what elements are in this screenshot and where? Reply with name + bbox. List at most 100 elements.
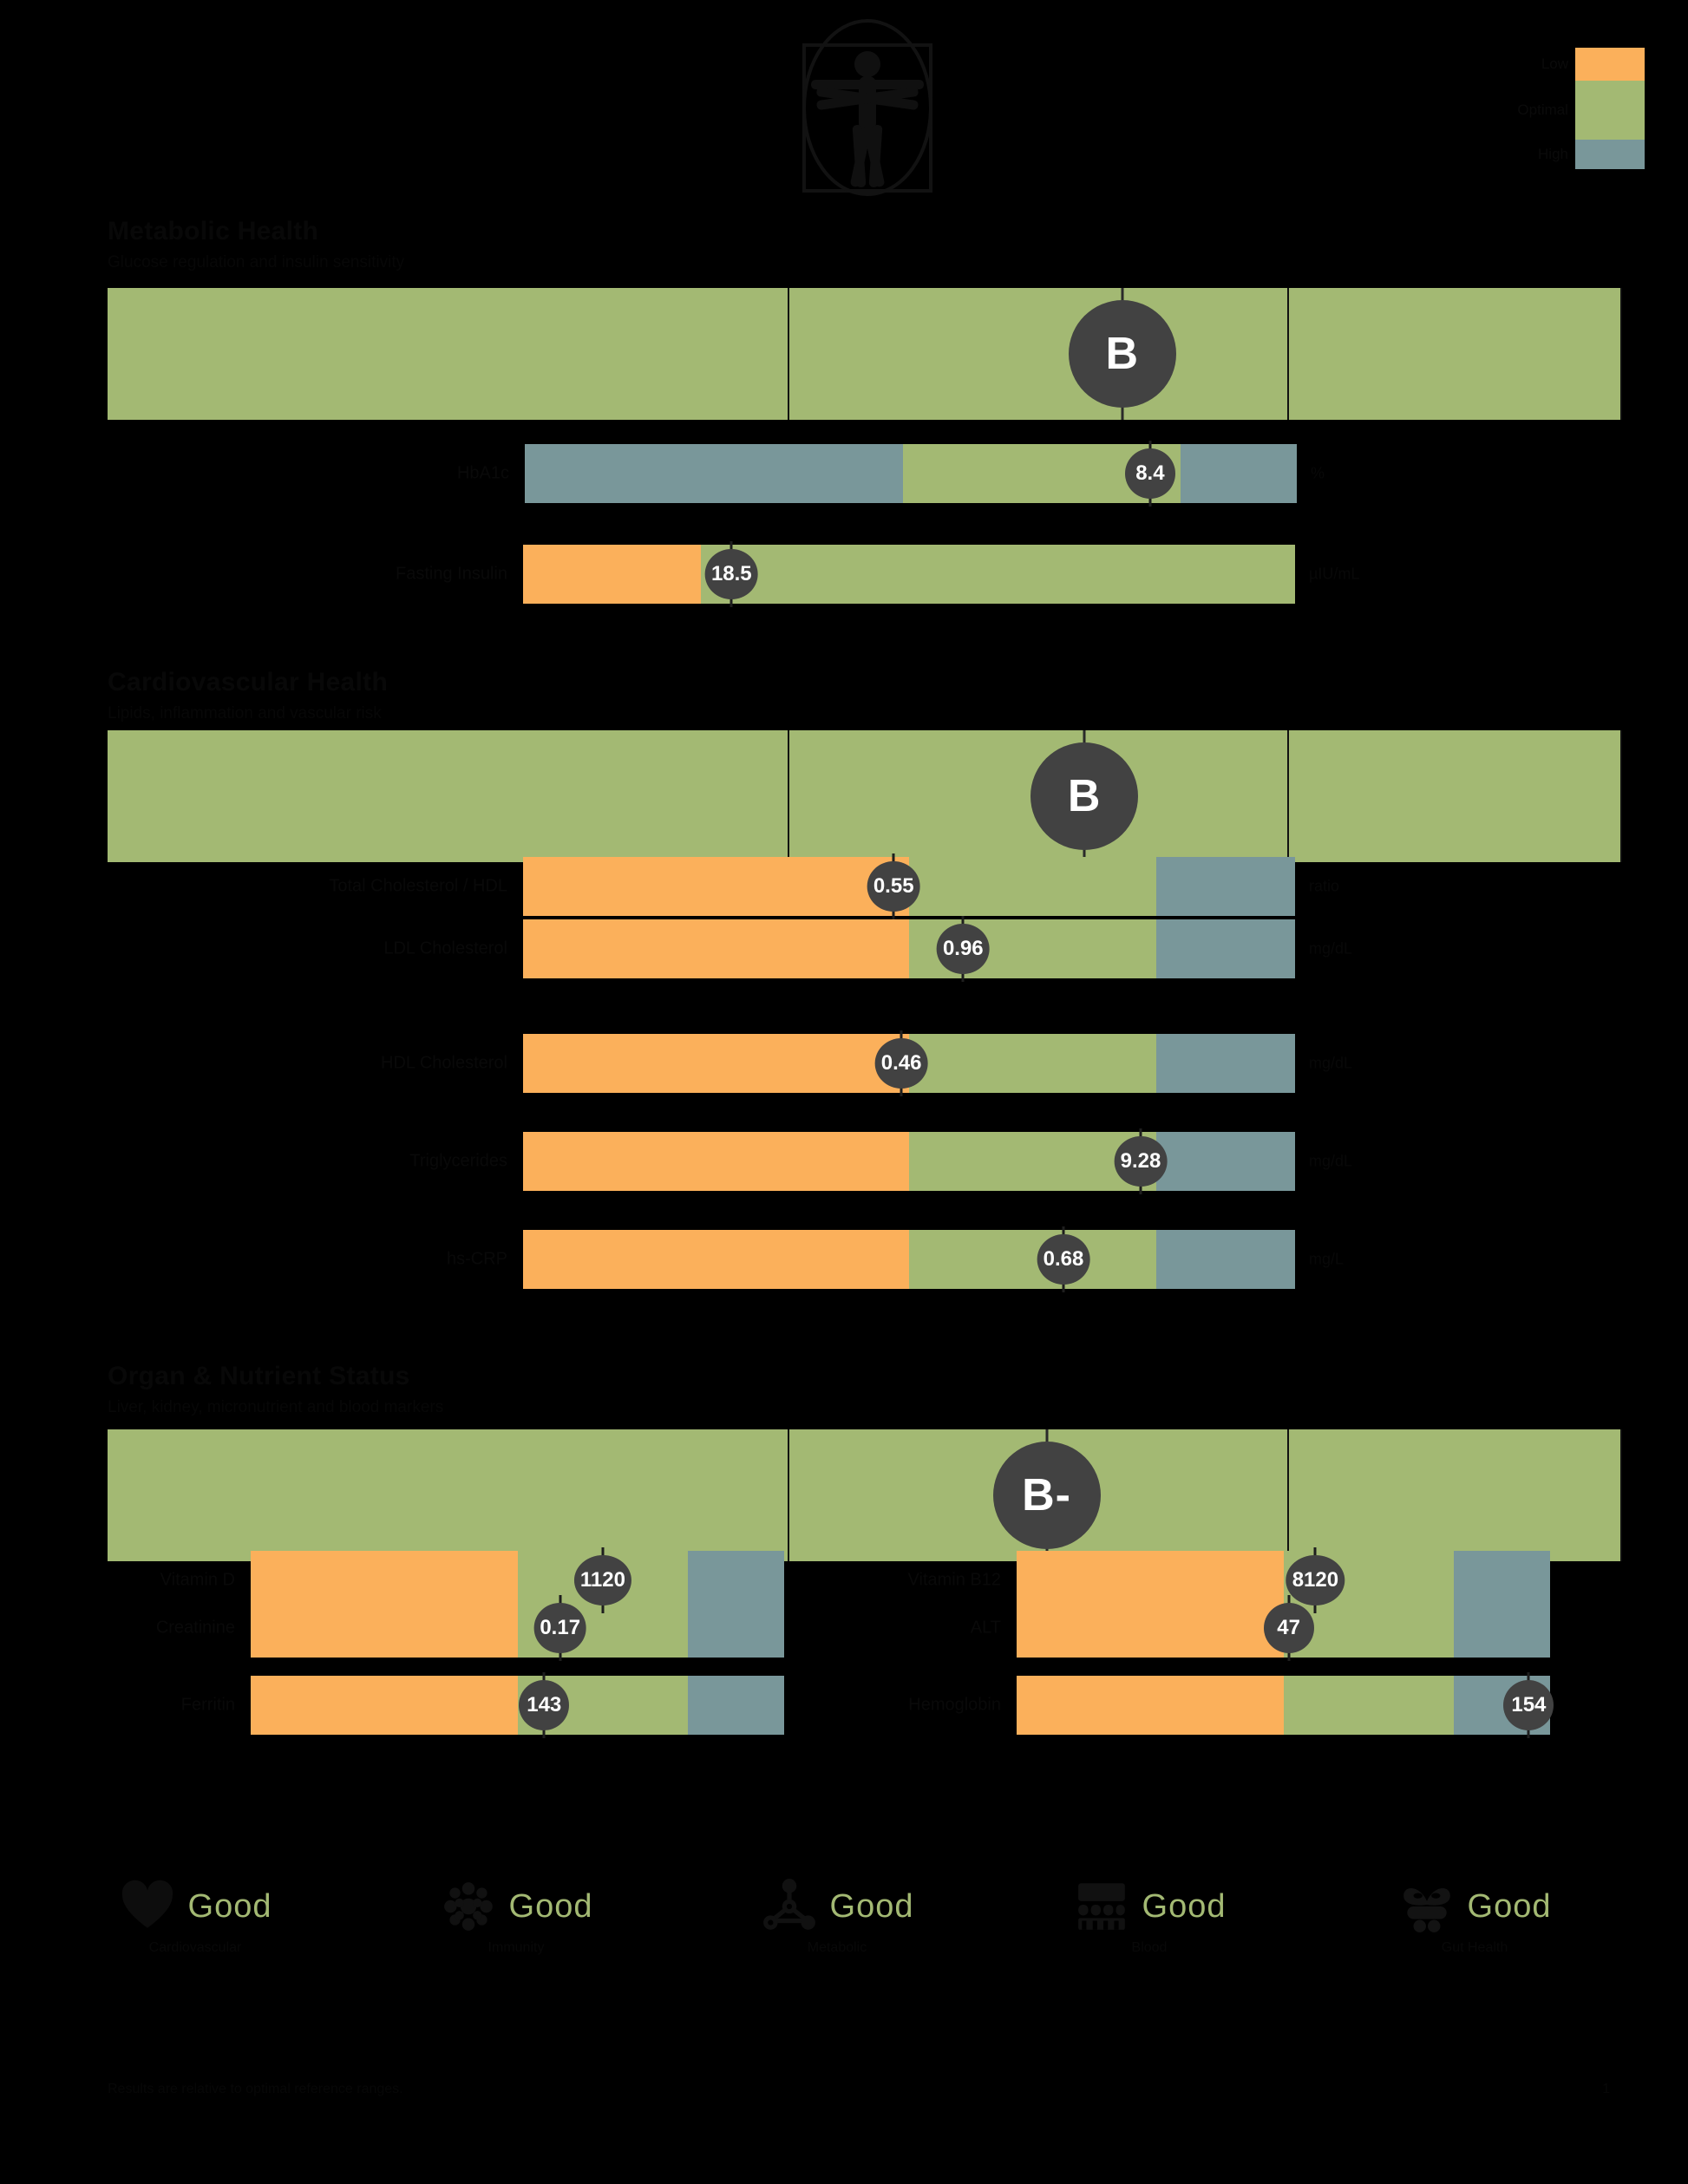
status-item-immunity: Good Immunity xyxy=(356,1847,677,1986)
metric-segment-high xyxy=(688,1599,784,1658)
metric-segment-low xyxy=(523,857,909,916)
status-caption: Metabolic xyxy=(807,1940,867,1955)
metric-row: Triglycerides 9.28 mg/dL xyxy=(409,1128,1352,1194)
metric-label: Ferritin xyxy=(180,1695,235,1715)
page-number: 1 xyxy=(1602,2082,1610,2096)
virus-icon xyxy=(443,1882,493,1931)
heart-icon xyxy=(121,1880,173,1928)
group-subtitle: Lipids, inflammation and vascular risk xyxy=(108,704,382,723)
status-caption: Immunity xyxy=(487,1940,545,1955)
molecule-icon xyxy=(762,1879,815,1930)
metric-value-marker: 0.55 xyxy=(867,861,920,912)
grade-segment xyxy=(1288,730,1622,862)
legend-item-optimal: Optimal xyxy=(1517,81,1645,140)
grade-segment xyxy=(788,288,1289,420)
legend-swatch-high xyxy=(1575,140,1645,169)
status-caption: Blood xyxy=(1131,1940,1168,1955)
metric-unit: mg/dL xyxy=(1309,1152,1353,1170)
metric-segment-low xyxy=(523,545,701,604)
metric-track xyxy=(1017,1599,1550,1658)
metric-row: ALT 47 xyxy=(971,1595,1550,1661)
status-caption: Cardiovascular xyxy=(148,1940,242,1955)
metric-value-marker: 18.5 xyxy=(704,549,758,599)
group-title: Organ & Nutrient Status xyxy=(108,1362,410,1390)
metric-track xyxy=(523,1132,1295,1191)
grade-segment xyxy=(108,288,789,420)
metric-row: Ferritin 143 xyxy=(181,1672,784,1738)
metric-label: Triglycerides xyxy=(409,1151,507,1171)
legend-item-high: High xyxy=(1538,140,1645,169)
status-text: Good xyxy=(829,1887,914,1925)
metric-segment-low xyxy=(523,1132,909,1191)
metric-segment-low xyxy=(1017,1676,1284,1735)
metric-segment-high xyxy=(1181,444,1297,503)
metric-row: Creatinine 0.17 xyxy=(156,1595,784,1661)
metric-value-marker: 0.46 xyxy=(874,1038,928,1089)
legend-label-optimal: Optimal xyxy=(1517,101,1568,118)
status-icon-row: Good xyxy=(119,1878,272,1935)
metric-segment-optimal xyxy=(909,1230,1156,1289)
metric-segment-high xyxy=(1155,1230,1295,1289)
metric-value-marker: 8120 xyxy=(1286,1555,1345,1605)
metric-label: Fasting Insulin xyxy=(396,564,507,584)
metric-unit: % xyxy=(1311,464,1325,482)
grade-bar: B xyxy=(108,730,1622,862)
grade-bar: B xyxy=(108,288,1622,420)
metric-unit: µIU/mL xyxy=(1309,565,1360,583)
metric-value-marker: 0.68 xyxy=(1037,1234,1090,1285)
metric-value-marker: 47 xyxy=(1263,1603,1314,1653)
metric-unit: ratio xyxy=(1309,877,1340,895)
legend: Low Optimal High xyxy=(1517,48,1645,173)
metric-value-marker: 154 xyxy=(1503,1680,1554,1730)
metric-label: HDL Cholesterol xyxy=(381,1053,507,1073)
metric-value-marker: 8.4 xyxy=(1124,448,1175,499)
metric-unit: mg/L xyxy=(1309,1250,1345,1268)
metric-segment-high xyxy=(1155,857,1295,916)
metric-segment-optimal xyxy=(909,857,1156,916)
group-subtitle: Liver, kidney, micronutrient and blood m… xyxy=(108,1398,444,1416)
metric-label: Vitamin D xyxy=(160,1570,235,1590)
status-text: Good xyxy=(1467,1887,1552,1925)
legend-label-high: High xyxy=(1538,146,1568,162)
status-caption: Gut Health xyxy=(1441,1940,1508,1955)
vitruvian-man-logo xyxy=(785,10,950,197)
metric-segment-optimal xyxy=(700,545,1295,604)
metric-segment-low xyxy=(251,1676,518,1735)
metric-segment-high xyxy=(688,1676,784,1735)
metric-segment-high xyxy=(1155,919,1295,978)
cells-icon xyxy=(1077,1883,1125,1930)
metric-row: hs-CRP 0.68 mg/L xyxy=(447,1226,1344,1292)
legend-item-low: Low xyxy=(1541,48,1645,81)
metric-segment-optimal xyxy=(1283,1676,1455,1735)
status-item-gut-health: Good Gut Health xyxy=(1301,1847,1648,1986)
status-item-metabolic: Good Metabolic xyxy=(677,1847,998,1986)
metric-track xyxy=(525,444,1297,503)
metric-track xyxy=(523,545,1295,604)
footnote: Results are relative to optimal referenc… xyxy=(108,2082,403,2096)
metric-row: Fasting Insulin 18.5 µIU/mL xyxy=(396,541,1359,607)
metric-segment-low xyxy=(1017,1599,1284,1658)
status-icon-row: Good xyxy=(1398,1878,1552,1935)
metric-label: LDL Cholesterol xyxy=(383,938,507,958)
grade-segment xyxy=(108,730,789,862)
metric-value-marker: 9.28 xyxy=(1114,1136,1168,1187)
metric-row: HDL Cholesterol 0.46 mg/dL xyxy=(381,1030,1352,1096)
metric-label: Total Cholesterol / HDL xyxy=(329,876,507,896)
metric-segment-optimal xyxy=(909,1034,1156,1093)
status-text: Good xyxy=(508,1887,593,1925)
status-item-blood: Good Blood xyxy=(989,1847,1310,1986)
group-title: Cardiovascular Health xyxy=(108,668,389,696)
metric-value-marker: 143 xyxy=(519,1680,570,1730)
grade-segment xyxy=(1288,1429,1622,1561)
metric-label: ALT xyxy=(970,1618,1001,1638)
status-text: Good xyxy=(1142,1887,1227,1925)
metric-value-marker: 0.17 xyxy=(533,1603,587,1653)
status-item-cardiovascular: Good Cardiovascular xyxy=(35,1847,356,1986)
grade-bar: B- xyxy=(108,1429,1622,1561)
metric-segment-high xyxy=(525,444,904,503)
metric-segment-low xyxy=(523,1034,909,1093)
status-icon-row: Good xyxy=(761,1878,914,1935)
metric-track xyxy=(523,1230,1295,1289)
group-subtitle: Glucose regulation and insulin sensitivi… xyxy=(108,253,405,271)
